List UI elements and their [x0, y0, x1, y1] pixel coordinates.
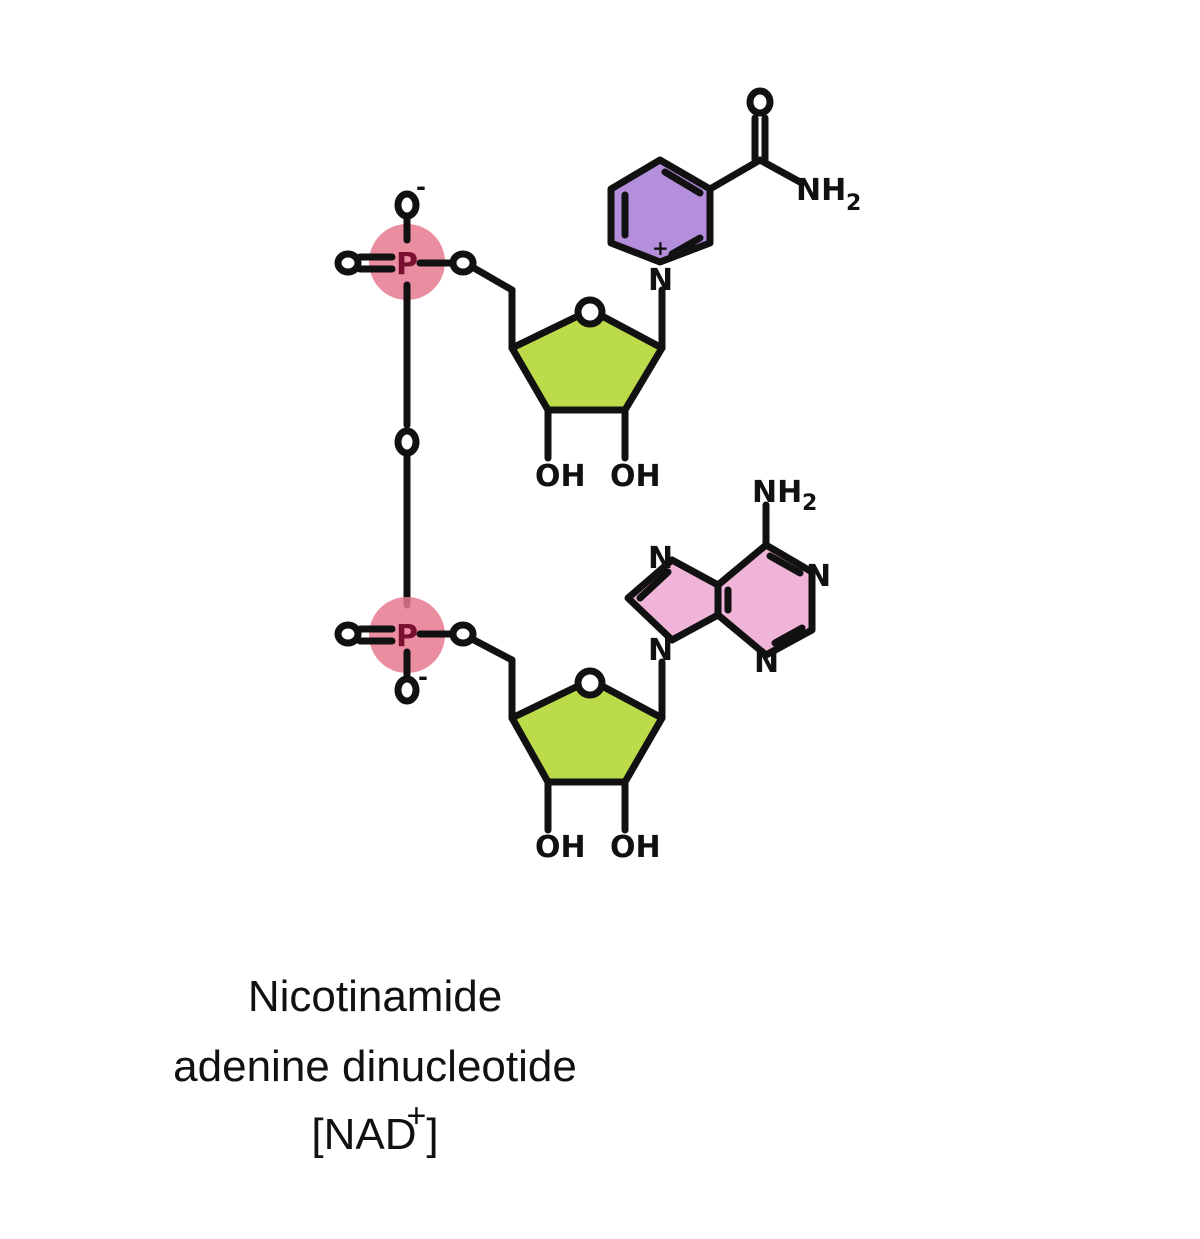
caption-line-3: [NAD+]	[120, 1097, 630, 1165]
oh-label: OH	[610, 459, 661, 494]
phosphate-bottom	[334, 597, 516, 722]
o-minus-charge-bottom: -	[418, 663, 428, 691]
p-atom-bottom: P	[396, 619, 418, 654]
caption-line-2: adenine dinucleotide	[173, 1042, 577, 1091]
nicotinamide-charge: +	[652, 236, 669, 260]
amide-nh2: NH	[796, 173, 846, 208]
o-minus-charge-top: -	[416, 173, 426, 201]
amide-sub: 2	[846, 191, 861, 216]
adenine-n9: N	[648, 633, 673, 668]
nicotinamide-ring	[607, 87, 804, 266]
oh-label: OH	[535, 830, 586, 865]
adenine-n1: N	[806, 559, 831, 594]
p-atom-top: P	[396, 247, 418, 282]
nicotinamide-n: N	[648, 263, 673, 298]
adenine-nh2: NH	[752, 475, 802, 510]
adenine-sub: 2	[802, 491, 817, 516]
adenine-ring	[624, 501, 816, 659]
phosphate-top	[334, 190, 516, 429]
oh-label: OH	[535, 459, 586, 494]
bridge-oxygen	[394, 427, 420, 457]
caption-nad: [NAD	[311, 1110, 417, 1159]
adenine-n7: N	[648, 541, 673, 576]
caption-line-1: Nicotinamide	[247, 972, 503, 1021]
caption-plus: +	[406, 1097, 427, 1135]
ribose-bottom	[508, 658, 666, 834]
ribose-top	[508, 286, 666, 462]
adenine-n3: N	[754, 645, 779, 680]
oh-label: OH	[610, 830, 661, 865]
caption-bracket: ]	[426, 1110, 439, 1159]
